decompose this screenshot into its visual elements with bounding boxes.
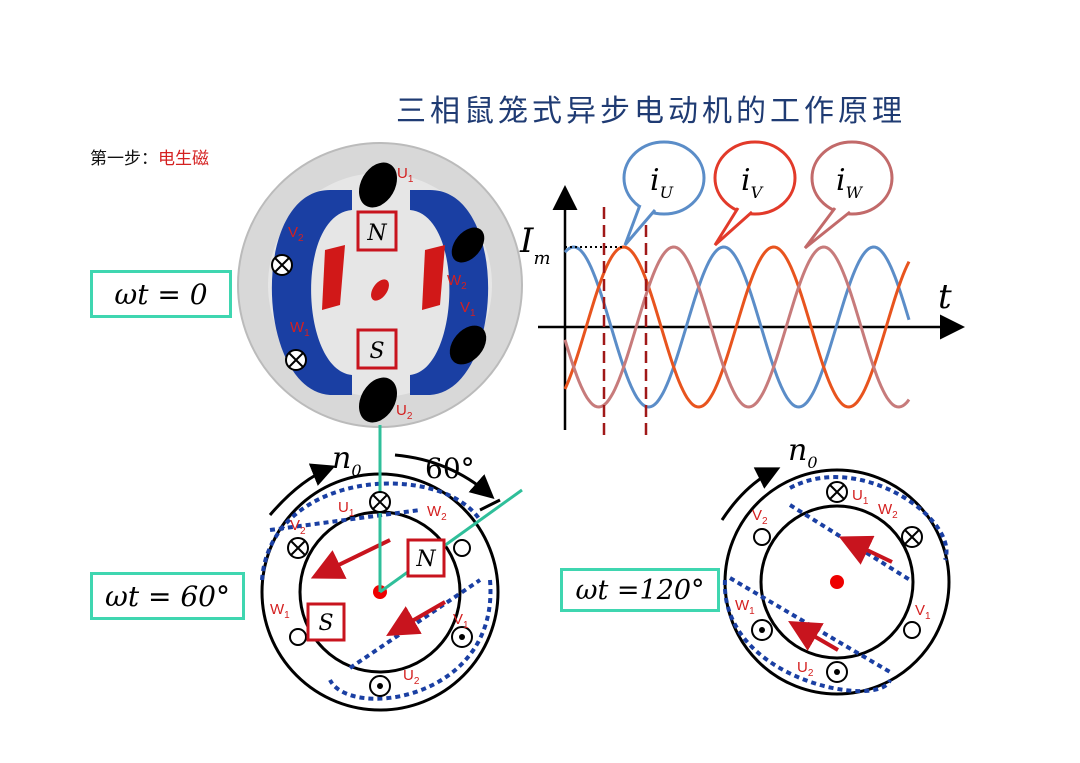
step-highlight: 电生磁 [158,149,209,169]
axis-line-60 [379,488,523,594]
stator-3d-figure: N S U1 V2 W1 W2 V1 U2 [237,142,523,428]
t-label: t [938,277,952,317]
conductor-v1 [449,325,487,365]
svg-text:iV: iV [741,163,764,202]
south-pole-box [356,328,398,370]
svg-text:W2: W2 [427,503,447,523]
svg-text:V2: V2 [752,507,768,527]
wt0-box: ωt = 0 [90,270,232,318]
north-pole-box [356,210,398,252]
page-title: 三相鼠笼式异步电动机的工作原理 [396,94,906,129]
step-label: 第一步：电生磁 [90,144,209,169]
svg-text:W2: W2 [878,501,898,521]
north-pole-label: N [366,221,387,246]
svg-text:W1: W1 [735,597,755,617]
conductor-u2 [359,377,397,423]
bubble-iu: iU [622,140,706,246]
center-dot-120 [830,575,844,589]
red-bar-right [422,245,445,310]
label-v2-top: V2 [288,224,304,244]
series-w [563,245,911,409]
wt120-box: ωt =120° [560,568,720,612]
north-pole-60: N [415,547,436,572]
label-u2-top: U2 [396,402,413,422]
stator-120deg: U1 W2 V2 W1 V1 U2 n0 [720,433,951,696]
red-bar-left [322,245,345,310]
svg-text:V2: V2 [290,517,306,537]
svg-text:V1: V1 [453,611,469,631]
conductor-w2 [451,227,485,263]
conductor-u1 [359,162,397,208]
svg-text:U1: U1 [852,487,869,507]
waveform-chart: Im t iU iV iW [519,140,965,440]
n0-label-60: n0 [332,441,362,480]
label-v1-top: V1 [460,299,476,319]
angle-60-label: 60° [425,452,475,485]
series-v [563,245,911,409]
svg-text:U2: U2 [403,667,420,687]
label-w2-top: W2 [447,272,467,292]
stator-60deg: N S U1 W2 V2 W1 V1 U2 n0 60° [260,425,523,712]
n0-label-120: n0 [788,433,818,472]
svg-text:W1: W1 [270,601,290,621]
step-prefix: 第一步： [90,149,158,169]
bubble-iv: iV [713,140,797,247]
cross-marker-w1 [285,349,307,371]
bubble-iw: iW [803,140,894,250]
rotor-center [371,279,389,301]
wt60-box: ωt = 60° [90,572,245,620]
svg-text:U1: U1 [338,499,355,519]
svg-text:iW: iW [836,163,864,202]
coil-left [271,190,352,395]
label-u1-top: U1 [397,165,414,185]
label-w1-top: W1 [290,319,310,339]
im-label: Im [519,221,551,269]
svg-text:U2: U2 [797,659,814,679]
south-pole-60: S [318,611,333,636]
svg-text:iU: iU [650,163,674,202]
cross-marker-v2 [271,254,293,276]
south-pole-label: S [369,339,384,364]
svg-text:V1: V1 [915,602,931,622]
series-u [563,245,911,409]
